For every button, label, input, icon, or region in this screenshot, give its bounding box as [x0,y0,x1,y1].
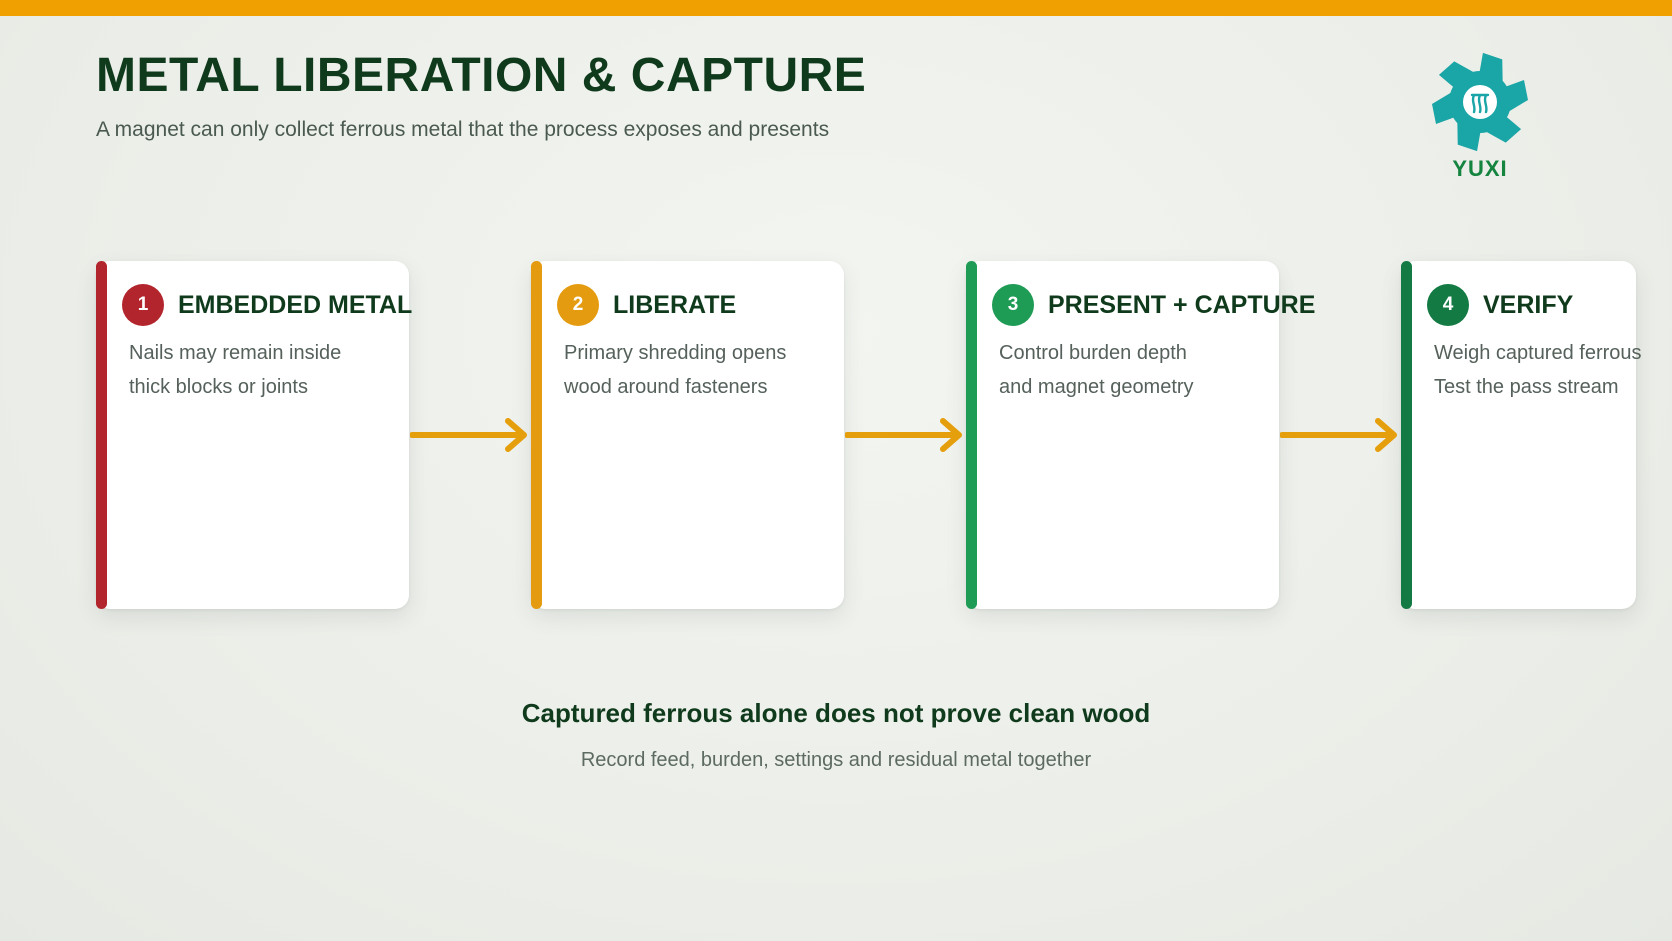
step-card-present-capture: 3 PRESENT + CAPTURE Control burden depth… [966,261,1315,609]
arrow-right-icon [845,418,962,452]
step-card-embedded-metal: 1 EMBEDDED METAL Nails may remain inside… [96,261,413,609]
step-accent-bar [531,261,542,609]
step-number-badge: 3 [992,284,1034,326]
page-subtitle: A magnet can only collect ferrous metal … [96,118,830,141]
step-card-liberate: 2 LIBERATE Primary shredding opens wood … [531,261,844,609]
arrow-right-icon [410,418,527,452]
step-number-badge: 4 [1427,284,1469,326]
step-description-line: Test the pass stream [1434,376,1619,398]
step-title: LIBERATE [613,291,737,319]
step-accent-bar [96,261,107,609]
step-title: PRESENT + CAPTURE [1048,291,1316,319]
step-description-line: Control burden depth [999,342,1187,364]
step-accent-bar [1401,261,1412,609]
conclusion-subtitle: Record feed, burden, settings and residu… [580,749,1092,771]
step-description-line: thick blocks or joints [129,376,308,398]
arrow-right-icon [1280,418,1397,452]
step-description-line: wood around fasteners [564,376,768,398]
step-title: EMBEDDED METAL [178,291,413,319]
step-description-line: Weigh captured ferrous [1434,342,1642,364]
page-title: METAL LIBERATION & CAPTURE [96,49,867,102]
step-number-badge: 2 [557,284,599,326]
step-number-badge: 1 [122,284,164,326]
gear-logo-icon [1420,50,1540,154]
step-description-line: Nails may remain inside [129,342,342,364]
step-description-line: Primary shredding opens [564,342,787,364]
top-accent-bar [0,0,1672,16]
step-accent-bar [966,261,977,609]
brand-logo: YUXI [1420,50,1540,182]
conclusion-title: Captured ferrous alone does not prove cl… [521,698,1151,728]
step-title: VERIFY [1483,291,1574,319]
step-description-line: and magnet geometry [999,376,1194,398]
step-card-verify: 4 VERIFY Weigh captured ferrous Test the… [1401,261,1642,609]
logo-text: YUXI [1452,156,1508,181]
